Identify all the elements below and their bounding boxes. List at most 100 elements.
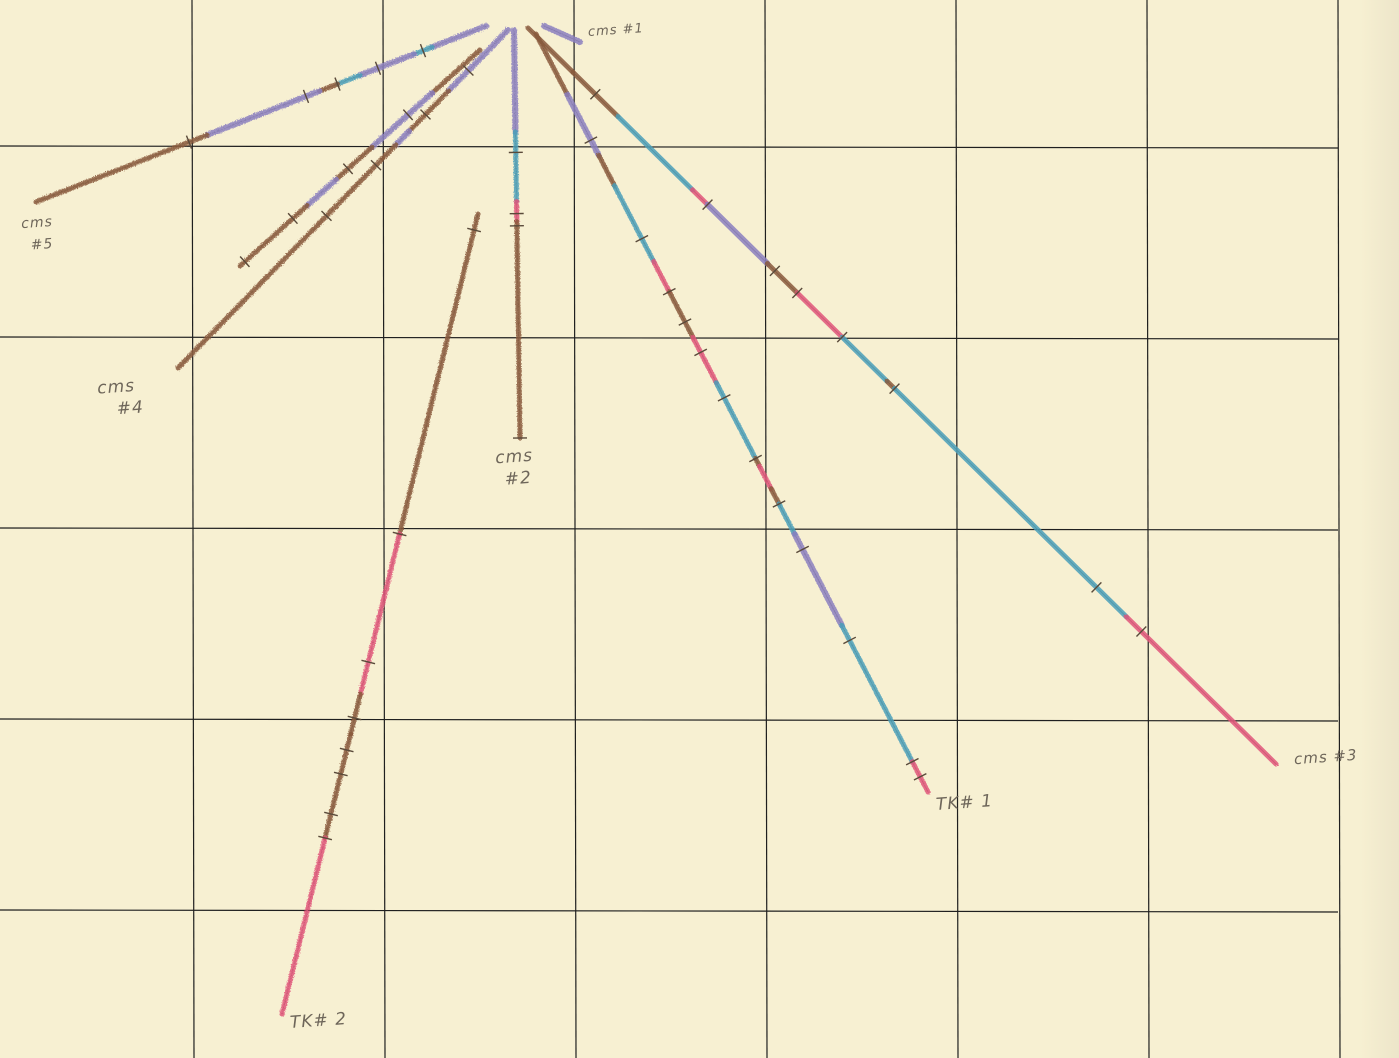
tk-1-pink-segment (690, 334, 719, 386)
label-cms-1: cms #1 (587, 18, 645, 44)
grid-horizontal-line (0, 145, 1339, 149)
cms-3-tick-mark (889, 383, 900, 395)
unlabeled-short-core-purple-segment (304, 176, 339, 209)
tk-1-tick-mark (678, 318, 692, 326)
label-number: #5 (30, 235, 54, 254)
tk-1-tick-mark (584, 136, 598, 144)
tk-1-brown-segment (596, 152, 617, 189)
label-text: TK# 2 (289, 1009, 348, 1033)
tk-2-tick-mark (361, 659, 376, 665)
cms-2-blue-segment (513, 129, 520, 204)
label-text: TK# 1 (935, 791, 994, 815)
cms-5-purple-segment (429, 23, 489, 51)
cms-5-tick-mark (185, 135, 193, 149)
cms-4-tick-mark (420, 109, 431, 120)
cms-4-tick-mark (321, 210, 332, 222)
tk-2-pink-segment (357, 531, 403, 697)
grid-horizontal-line (0, 718, 1339, 722)
tk-1-tick-mark (905, 757, 919, 766)
cms-3-pink-segment (794, 290, 845, 340)
grid-horizontal-line (0, 336, 1339, 340)
cms-3-tick-mark (702, 199, 713, 211)
tk-1-brown-segment (666, 289, 696, 340)
cms-5-tick-mark (334, 77, 341, 91)
cms-4-purple-segment (392, 128, 412, 148)
unlabeled-short-core-tick-mark (239, 256, 251, 268)
cms-3-tick-mark (791, 287, 803, 299)
unlabeled-short-core-purple-segment (369, 90, 435, 151)
tk-1-blue-segment (839, 622, 915, 765)
tk-2-tick-mark (339, 747, 354, 753)
cms-1-purple-segment (541, 23, 583, 45)
grid-vertical-line (1337, 0, 1341, 1058)
cms-5-tick-mark (374, 61, 382, 76)
unlabeled-short-core-tick-mark (402, 109, 414, 121)
cms-3-tick-mark (1135, 626, 1147, 638)
tk-2-pink-segment (279, 835, 328, 1017)
paper-edge (1359, 0, 1399, 1058)
cms-4-brown-segment (175, 155, 386, 371)
cms-3-brown-segment (525, 25, 576, 75)
cms-3-blue-segment (839, 334, 890, 384)
cms-5-blue-segment (335, 72, 363, 87)
label-text: cms #1 (587, 21, 645, 40)
tk-1-tick-mark (635, 234, 649, 243)
unlabeled-short-core-tick-mark (342, 163, 354, 175)
cms-4-purple-segment (445, 27, 511, 94)
tk-1-tick-mark (913, 773, 927, 781)
label-cms-2: cms #2 (495, 445, 536, 492)
cms-5-brown-segment (33, 132, 210, 205)
tk-2-brown-segment (322, 731, 354, 841)
label-cms-4: cms #4 (97, 374, 145, 421)
cms-2-purple-segment (511, 27, 519, 135)
tk-2-tick-mark (333, 771, 348, 777)
tk-1-tick-mark (662, 287, 676, 296)
grid-vertical-line (191, 0, 195, 1058)
label-cms-3: cms #3 (1293, 744, 1358, 770)
unlabeled-short-core-brown-segment (429, 47, 483, 96)
tk-1-blue-segment (776, 501, 798, 537)
grid-vertical-line (1146, 0, 1150, 1058)
label-text: cms #3 (1293, 745, 1359, 769)
label-text: cms (96, 375, 136, 399)
cms-3-tick-mark (769, 265, 781, 277)
unlabeled-short-core-brown-segment (333, 144, 375, 183)
cms-4-brown-segment (406, 88, 452, 134)
tk-1-tick-mark (843, 636, 857, 645)
cms-3-tick-mark (589, 88, 601, 100)
tk-1-blue-segment (611, 183, 657, 264)
cms-3-tick-mark (836, 331, 848, 343)
cms-4-tick-mark (370, 159, 382, 171)
cms-3-blue-segment (615, 113, 696, 193)
tk-2-tick-mark (318, 835, 333, 841)
unlabeled-short-core-brown-segment (237, 203, 310, 269)
label-cms-5: cms #5 (21, 211, 56, 257)
unlabeled-short-core-tick-mark (287, 212, 299, 225)
tk-2-brown-segment (397, 211, 481, 537)
tk-2-tick-mark (347, 715, 362, 721)
tk-2-tick-mark (324, 811, 338, 817)
label-tk-2: TK# 2 (289, 1008, 347, 1034)
cms-3-pink-segment (690, 187, 711, 208)
grid-horizontal-line (0, 527, 1339, 531)
cms-4-tick-mark (462, 65, 474, 76)
cms-4-brown-segment (380, 142, 399, 161)
tk-2-brown-segment (348, 691, 363, 737)
tk-1-brown-segment (768, 486, 782, 507)
label-text: cms (494, 445, 534, 469)
tk-1-pink-segment (756, 463, 774, 492)
label-tk-1: TK# 1 (935, 790, 993, 816)
cms-5-tick-mark (302, 89, 310, 104)
cms-2-brown-segment (514, 219, 523, 441)
tk-1-tick-mark (717, 394, 731, 402)
tk-1-tick-mark (772, 500, 786, 508)
tk-1-tick-mark (748, 454, 763, 463)
core-segments (33, 23, 1279, 1017)
cms-3-purple-segment (704, 201, 771, 267)
tk-2-tick-mark (392, 531, 407, 537)
cms-3-blue-segment (892, 386, 1129, 620)
core-tick-marks (185, 43, 1147, 841)
tk-1-tick-mark (796, 545, 810, 554)
cms-5-tick-mark (419, 43, 427, 58)
